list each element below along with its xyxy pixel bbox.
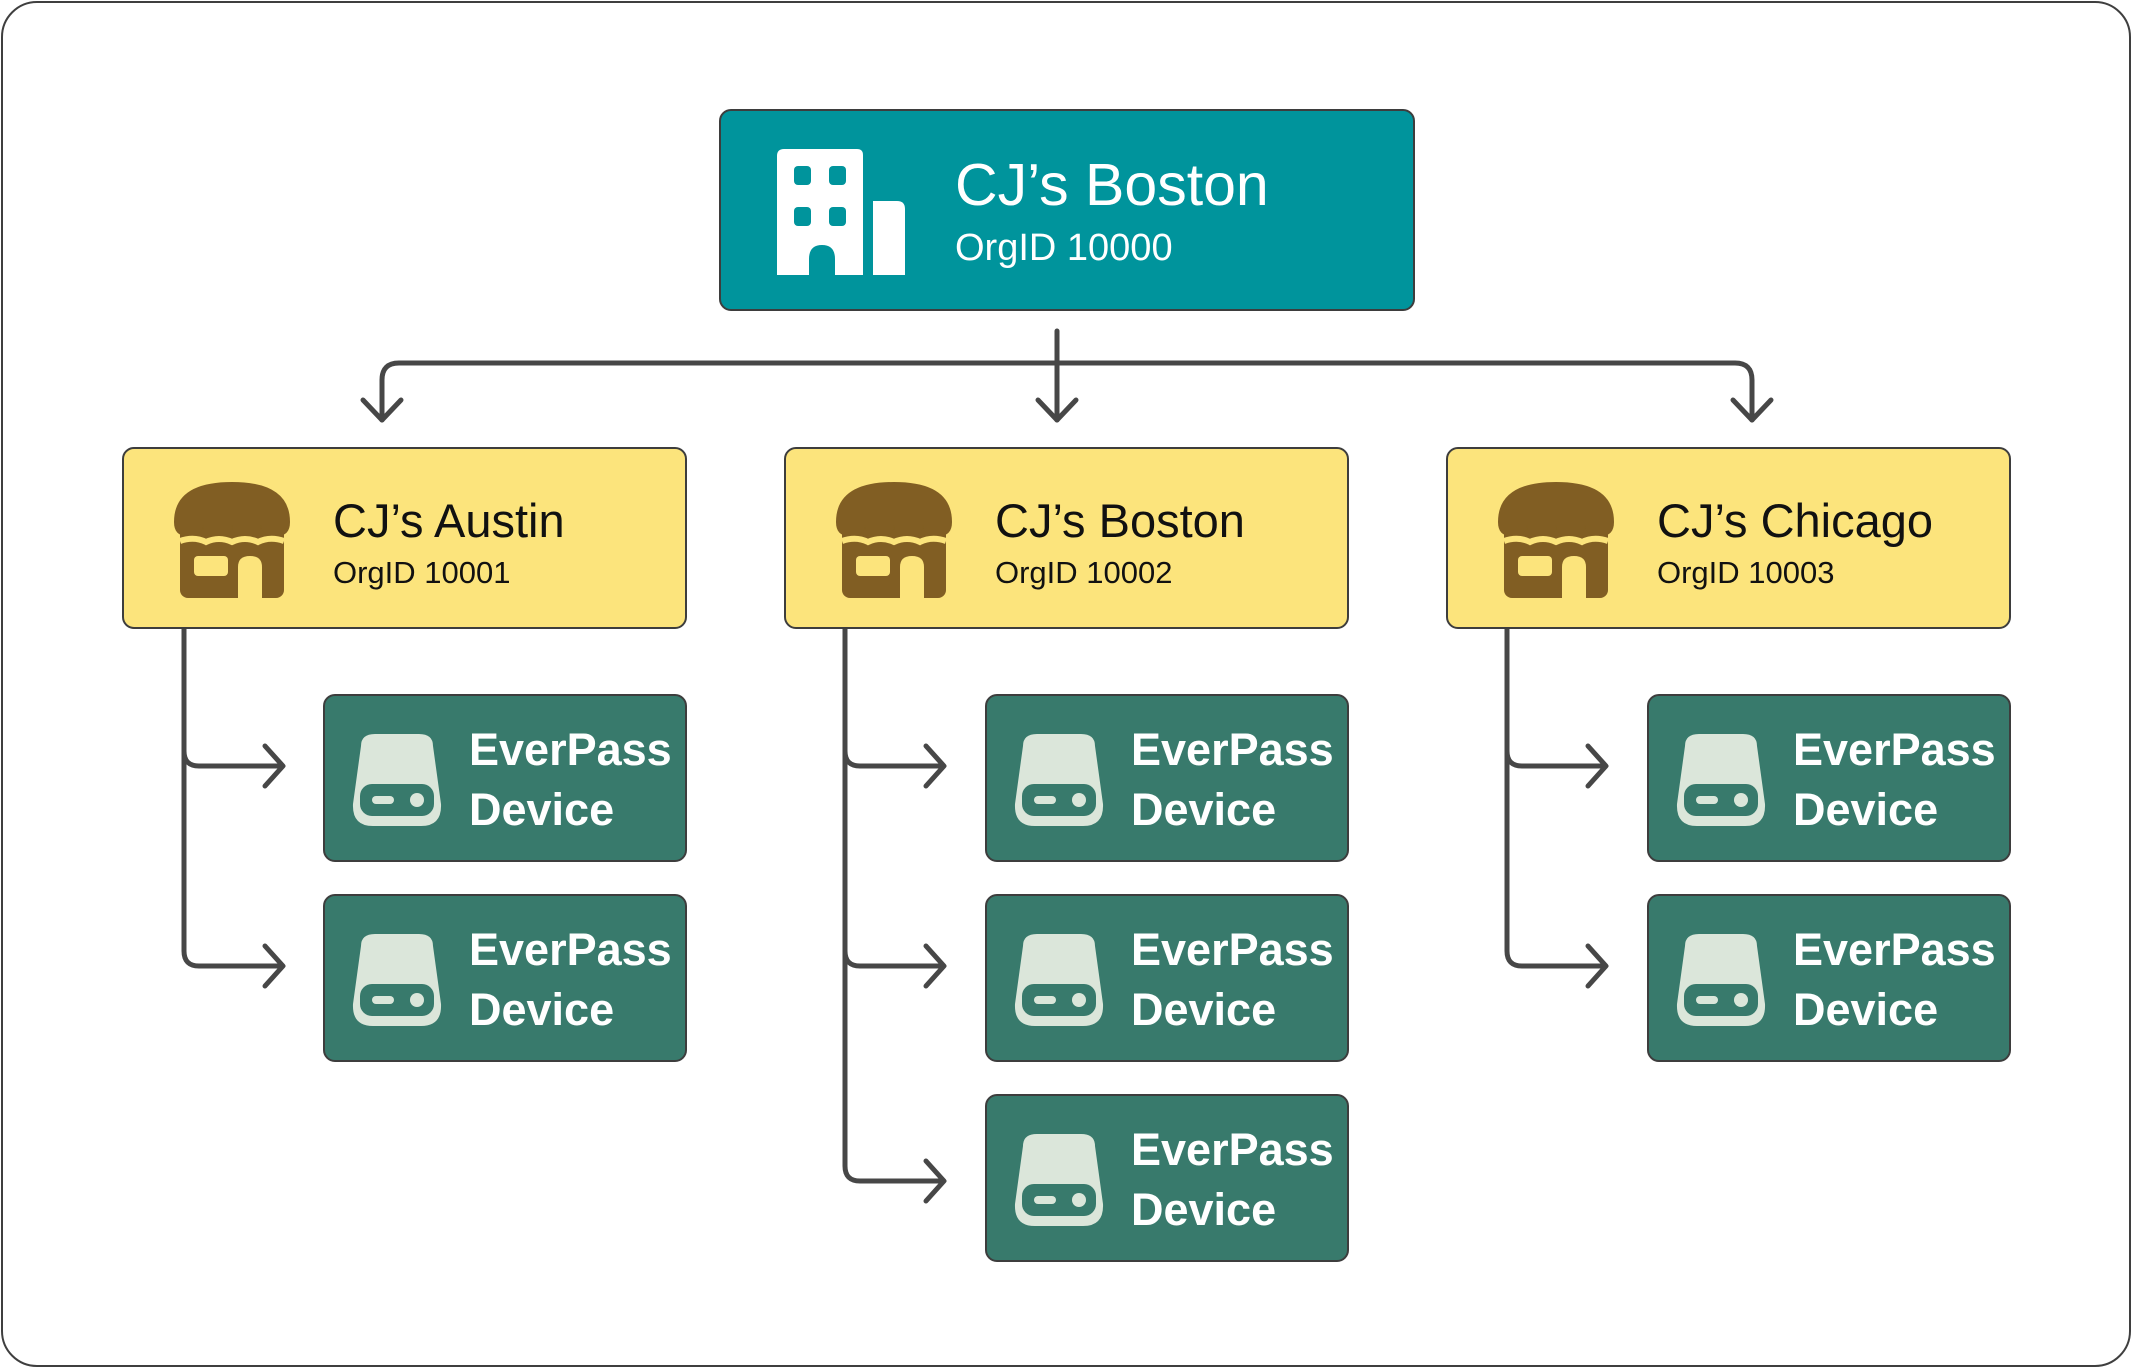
device-icon bbox=[352, 934, 442, 1026]
building-icon bbox=[777, 149, 905, 275]
location-name: CJ’s Chicago bbox=[1657, 494, 1934, 547]
device-node-chicago-1: EverPass Device bbox=[1647, 694, 2011, 862]
storefront-icon bbox=[1498, 482, 1614, 598]
device-label-line1: EverPass bbox=[469, 724, 672, 775]
device-node-austin-1: EverPass Device bbox=[323, 694, 687, 862]
arrowhead-location-austin bbox=[360, 397, 404, 423]
connector-austin-spine bbox=[181, 626, 284, 969]
device-label-line2: Device bbox=[469, 984, 615, 1035]
arrowhead-chicago-device-1 bbox=[1585, 743, 1609, 789]
location-node-boston: CJ’s Boston OrgID 10002 bbox=[784, 447, 1349, 629]
device-label-line2: Device bbox=[1131, 784, 1277, 835]
device-label-line1: EverPass bbox=[469, 924, 672, 975]
connector-boston-branch-1 bbox=[842, 748, 945, 769]
location-org-id: OrgID 10001 bbox=[333, 555, 511, 590]
connector-org-bus bbox=[379, 360, 1755, 423]
arrowhead-chicago-device-2 bbox=[1585, 943, 1609, 989]
device-label-line1: EverPass bbox=[1131, 924, 1334, 975]
device-label-line1: EverPass bbox=[1793, 924, 1996, 975]
device-label-line1: EverPass bbox=[1131, 1124, 1334, 1175]
device-label-line1: EverPass bbox=[1131, 724, 1334, 775]
device-label-line2: Device bbox=[1131, 984, 1277, 1035]
connector-austin-branch-1 bbox=[181, 748, 284, 769]
device-label-line2: Device bbox=[469, 784, 615, 835]
location-name: CJ’s Boston bbox=[995, 494, 1245, 547]
org-node: CJ’s Boston OrgID 10000 bbox=[719, 109, 1415, 311]
location-org-id: OrgID 10003 bbox=[1657, 555, 1835, 590]
device-label-line2: Device bbox=[1131, 1184, 1277, 1235]
org-id: OrgID 10000 bbox=[955, 227, 1173, 269]
device-label-line2: Device bbox=[1793, 784, 1939, 835]
device-icon bbox=[1014, 934, 1104, 1026]
location-node-austin: CJ’s Austin OrgID 10001 bbox=[122, 447, 687, 629]
device-node-boston-1: EverPass Device bbox=[985, 694, 1349, 862]
arrowhead-location-boston bbox=[1035, 397, 1079, 423]
storefront-icon bbox=[174, 482, 290, 598]
device-label-line1: EverPass bbox=[1793, 724, 1996, 775]
device-node-austin-2: EverPass Device bbox=[323, 894, 687, 1062]
device-icon bbox=[1676, 734, 1766, 826]
arrowhead-location-chicago bbox=[1730, 397, 1774, 423]
device-label-line2: Device bbox=[1793, 984, 1939, 1035]
device-node-boston-3: EverPass Device bbox=[985, 1094, 1349, 1262]
arrowhead-boston-device-1 bbox=[923, 743, 947, 789]
arrowhead-austin-device-2 bbox=[262, 943, 286, 989]
arrowhead-boston-device-2 bbox=[923, 943, 947, 989]
arrowhead-austin-device-1 bbox=[262, 743, 286, 789]
org-name: CJ’s Boston bbox=[955, 152, 1269, 218]
connector-chicago-spine bbox=[1504, 626, 1607, 969]
storefront-icon bbox=[836, 482, 952, 598]
connector-chicago-branch-1 bbox=[1504, 748, 1607, 769]
location-node-chicago: CJ’s Chicago OrgID 10003 bbox=[1446, 447, 2011, 629]
connector-boston-branch-2 bbox=[842, 948, 945, 969]
device-icon bbox=[1676, 934, 1766, 1026]
location-org-id: OrgID 10002 bbox=[995, 555, 1173, 590]
arrowhead-boston-device-3 bbox=[923, 1158, 947, 1204]
device-icon bbox=[1014, 1134, 1104, 1226]
device-node-chicago-2: EverPass Device bbox=[1647, 894, 2011, 1062]
device-node-boston-2: EverPass Device bbox=[985, 894, 1349, 1062]
connector-boston-spine bbox=[842, 626, 945, 1184]
device-icon bbox=[1014, 734, 1104, 826]
device-icon bbox=[352, 734, 442, 826]
location-name: CJ’s Austin bbox=[333, 494, 565, 547]
